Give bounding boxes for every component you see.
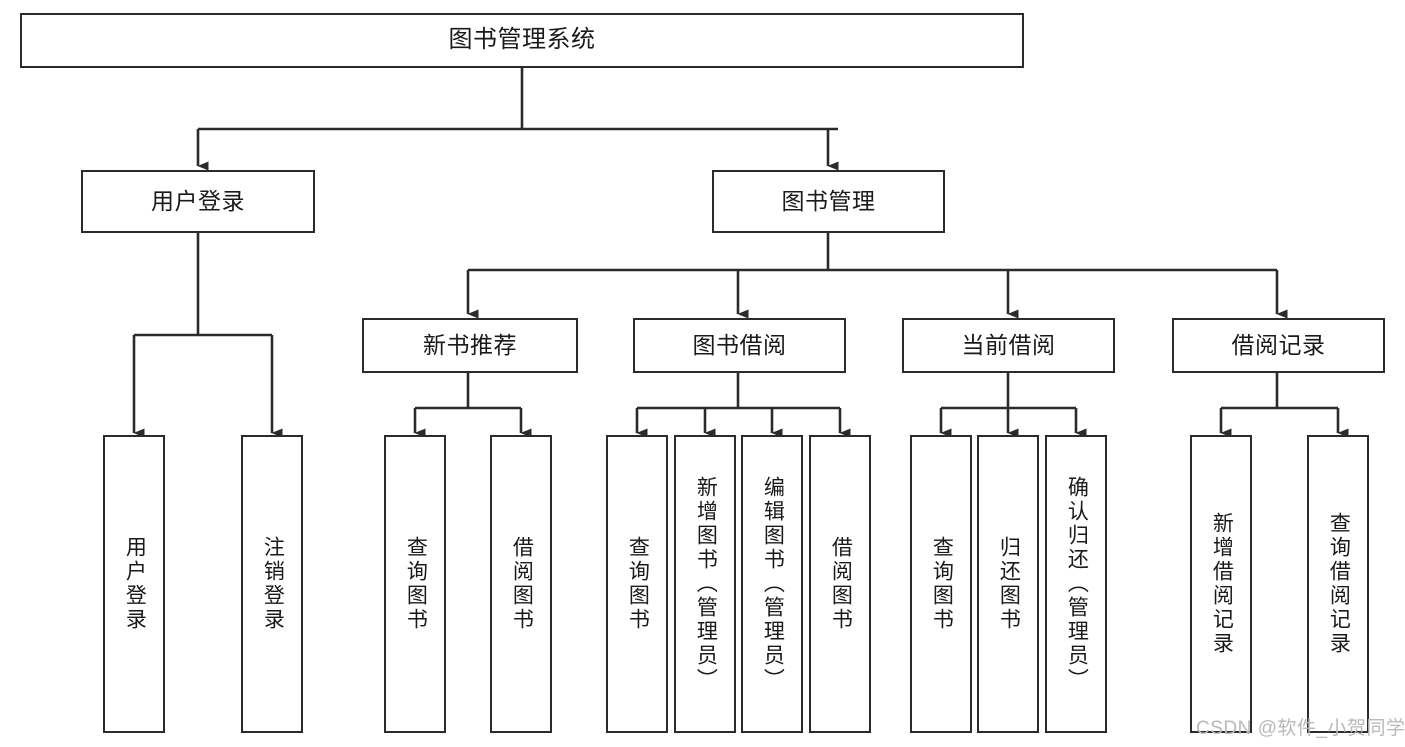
node-leaf-logout[interactable]: 注销登录: [241, 435, 303, 733]
node-user-login-label: 用户登录: [151, 187, 245, 214]
node-leaf-borrow-book-label: 借阅图书: [829, 536, 853, 632]
node-current-borrow-label: 当前借阅: [961, 331, 1056, 358]
node-leaf-return-book[interactable]: 归还图书: [977, 435, 1039, 733]
node-leaf-return-book-label: 归还图书: [997, 536, 1021, 632]
node-leaf-borrow-book[interactable]: 借阅图书: [809, 435, 871, 733]
node-new-book-recommend[interactable]: 新书推荐: [362, 318, 578, 373]
node-leaf-user-login-label: 用户登录: [123, 536, 147, 632]
node-leaf-borrow-book-recommend-label: 借阅图书: [510, 536, 534, 632]
node-leaf-query-record-label: 查询借阅记录: [1327, 512, 1351, 656]
node-book-borrow-label: 图书借阅: [692, 331, 787, 358]
node-root[interactable]: 图书管理系统: [20, 13, 1024, 68]
node-book-manage-label: 图书管理: [781, 187, 876, 214]
node-leaf-query-book-current-label: 查询图书: [930, 536, 954, 632]
node-leaf-borrow-book-recommend[interactable]: 借阅图书: [490, 435, 552, 733]
node-leaf-add-book[interactable]: 新增图书（管理员）: [674, 435, 736, 733]
node-root-label: 图书管理系统: [448, 26, 596, 54]
node-leaf-query-book-recommend-label: 查询图书: [404, 536, 428, 632]
node-borrow-record[interactable]: 借阅记录: [1172, 318, 1385, 373]
node-leaf-add-record[interactable]: 新增借阅记录: [1190, 435, 1252, 733]
node-leaf-user-login[interactable]: 用户登录: [103, 435, 165, 733]
node-current-borrow[interactable]: 当前借阅: [902, 318, 1115, 373]
node-leaf-add-book-label: 新增图书（管理员）: [694, 476, 718, 692]
node-leaf-add-record-label: 新增借阅记录: [1210, 512, 1234, 656]
node-leaf-query-book-borrow[interactable]: 查询图书: [606, 435, 668, 733]
node-new-book-recommend-label: 新书推荐: [423, 331, 517, 358]
node-leaf-edit-book-label: 编辑图书（管理员）: [761, 476, 785, 692]
node-leaf-query-record[interactable]: 查询借阅记录: [1307, 435, 1369, 733]
node-book-borrow[interactable]: 图书借阅: [633, 318, 846, 373]
node-leaf-confirm-return[interactable]: 确认归还（管理员）: [1045, 435, 1107, 733]
node-leaf-edit-book[interactable]: 编辑图书（管理员）: [741, 435, 803, 733]
node-borrow-record-label: 借阅记录: [1231, 331, 1326, 358]
node-leaf-confirm-return-label: 确认归还（管理员）: [1065, 476, 1089, 692]
node-leaf-query-book-borrow-label: 查询图书: [626, 536, 650, 632]
node-leaf-query-book-current[interactable]: 查询图书: [910, 435, 972, 733]
node-book-manage[interactable]: 图书管理: [712, 170, 945, 233]
node-leaf-query-book-recommend[interactable]: 查询图书: [384, 435, 446, 733]
node-user-login[interactable]: 用户登录: [81, 170, 315, 233]
node-leaf-logout-label: 注销登录: [261, 536, 285, 632]
